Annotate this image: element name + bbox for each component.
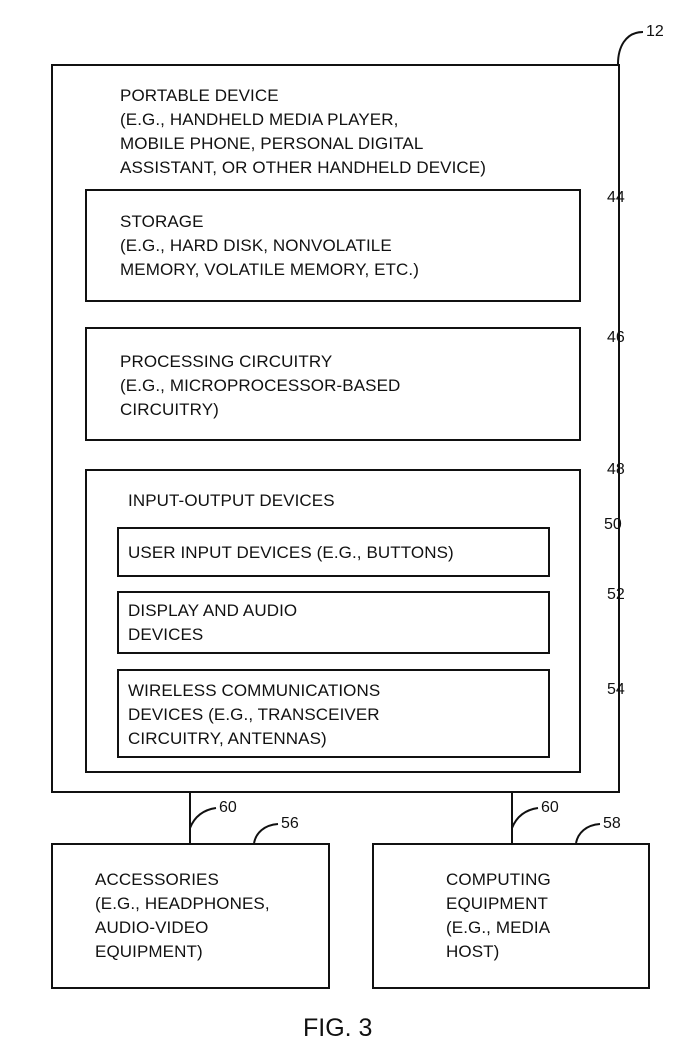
ref-12: 12 xyxy=(646,23,664,40)
ref-50: 50 xyxy=(604,516,622,533)
ref-46: 46 xyxy=(607,329,625,346)
display-audio-devices-text: DISPLAY AND AUDIO DEVICES xyxy=(128,601,298,644)
storage-box xyxy=(85,189,581,302)
ref-52: 52 xyxy=(607,586,625,603)
user-input-devices-text: USER INPUT DEVICES (E.G., BUTTONS) xyxy=(128,543,454,562)
ref-44: 44 xyxy=(607,189,625,206)
figure-label: FIG. 3 xyxy=(303,1014,373,1042)
processing-circuitry-box xyxy=(85,327,581,441)
computing-equipment-box xyxy=(372,843,650,989)
display-audio-devices-box xyxy=(117,591,550,654)
portable-device-text: PORTABLE DEVICE (E.G., HANDHELD MEDIA PL… xyxy=(120,86,487,177)
ref-56: 56 xyxy=(281,815,299,832)
leader-line-56 xyxy=(253,823,279,844)
accessories-box xyxy=(51,843,330,989)
user-input-devices-box xyxy=(117,527,550,577)
leader-line-60-left xyxy=(189,807,217,829)
leader-line-58 xyxy=(575,823,601,844)
leader-line-12 xyxy=(617,31,644,65)
ref-60-left: 60 xyxy=(219,799,237,816)
wireless-communications-text: WIRELESS COMMUNICATIONS DEVICES (E.G., T… xyxy=(128,681,381,748)
ref-54: 54 xyxy=(607,681,625,698)
ref-58: 58 xyxy=(603,815,621,832)
storage-text: STORAGE (E.G., HARD DISK, NONVOLATILE ME… xyxy=(120,212,419,279)
computing-equipment-text: COMPUTING EQUIPMENT (E.G., MEDIA HOST) xyxy=(446,870,551,961)
wireless-communications-box xyxy=(117,669,550,758)
input-output-devices-text: INPUT-OUTPUT DEVICES xyxy=(128,491,335,510)
ref-60-right: 60 xyxy=(541,799,559,816)
accessories-text: ACCESSORIES (E.G., HEADPHONES, AUDIO-VID… xyxy=(95,870,270,961)
leader-line-60-right xyxy=(511,807,539,829)
ref-48: 48 xyxy=(607,461,625,478)
processing-circuitry-text: PROCESSING CIRCUITRY (E.G., MICROPROCESS… xyxy=(120,352,401,419)
